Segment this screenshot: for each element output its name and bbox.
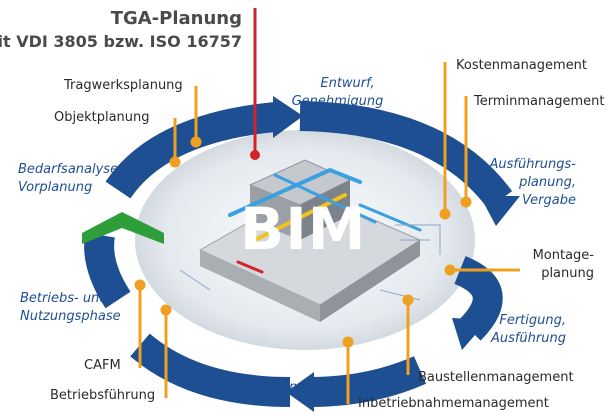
phase-betrieb-line2: Nutzungsphase [20, 309, 121, 324]
label-kosten: Kostenmanagement [456, 58, 588, 73]
hvac-ducts [228, 167, 422, 274]
label-cafm: CAFM [84, 358, 121, 373]
phase-entwurf-line1: Entwurf, [320, 76, 375, 91]
building-wall-front [200, 250, 320, 322]
ring-arrowhead [452, 318, 488, 350]
pin-termin [460, 96, 472, 208]
label-pins [134, 62, 520, 404]
label-betriebsfuehrung: Betriebsführung [50, 388, 156, 403]
ring-arrowhead [273, 96, 303, 138]
pin-objekt [169, 118, 181, 168]
pin-kosten [439, 62, 451, 220]
phase-bedarf-line1: Bedarfsanalyse, [18, 162, 123, 177]
ring-arrowheads [273, 96, 520, 412]
building-model [179, 159, 441, 322]
pin-montage [444, 264, 520, 276]
bim-center-label: BIM [240, 195, 367, 263]
building-wall-side [320, 240, 420, 322]
ring-arrowhead [480, 196, 520, 226]
label-termin: Terminmanagement [474, 94, 605, 109]
building-core-side [300, 180, 350, 240]
label-montage-line1: Montage- [532, 248, 594, 263]
phase-entwurf-line2: Genehmigung [291, 94, 384, 109]
pin-cafm [134, 279, 146, 368]
label-inbetriebmgmt: Inbetriebnahmemanagement [358, 396, 549, 411]
phase-ausf-line2: planung, [519, 175, 576, 190]
phase-betrieb-line1: Betriebs- und [20, 291, 108, 306]
pin-tragwerk [190, 86, 202, 148]
phase-bedarf-line2: Vorplanung [18, 180, 93, 195]
ring-segment-left [84, 232, 131, 309]
label-objekt: Objektplanung [54, 110, 150, 125]
phase-ausf-line3: Vergabe [522, 193, 576, 208]
green-arrow [82, 212, 164, 244]
tga-title: TGA-Planung [110, 8, 242, 29]
plan-lines [179, 224, 441, 301]
label-montage-line2: planung [541, 266, 594, 281]
tga-pin [250, 8, 260, 160]
phase-fertigung-line2: Ausführung [490, 331, 566, 346]
phase-fertigung-line1: Fertigung, [499, 313, 566, 328]
pin-baustelle [402, 294, 414, 375]
label-baustelle: Baustellenmanagement [418, 370, 574, 385]
pin-betriebsfuehrung [160, 304, 172, 398]
phase-ausf-line1: Ausführungs- [489, 157, 577, 172]
ring-arrowhead [286, 372, 314, 412]
phase-inbetriebnahme: Inbetriebnahme [206, 380, 310, 395]
ring-segment-top [105, 102, 277, 199]
ring-segment-top-right [299, 101, 513, 210]
ring-segment-bottom [130, 333, 291, 407]
ring-segment-bottom-right [309, 356, 427, 407]
pin-inbetriebmgmt [342, 336, 354, 404]
label-tragwerk: Tragwerksplanung [64, 78, 183, 93]
tga-subtitle: mit VDI 3805 bzw. ISO 16757 [0, 32, 242, 51]
